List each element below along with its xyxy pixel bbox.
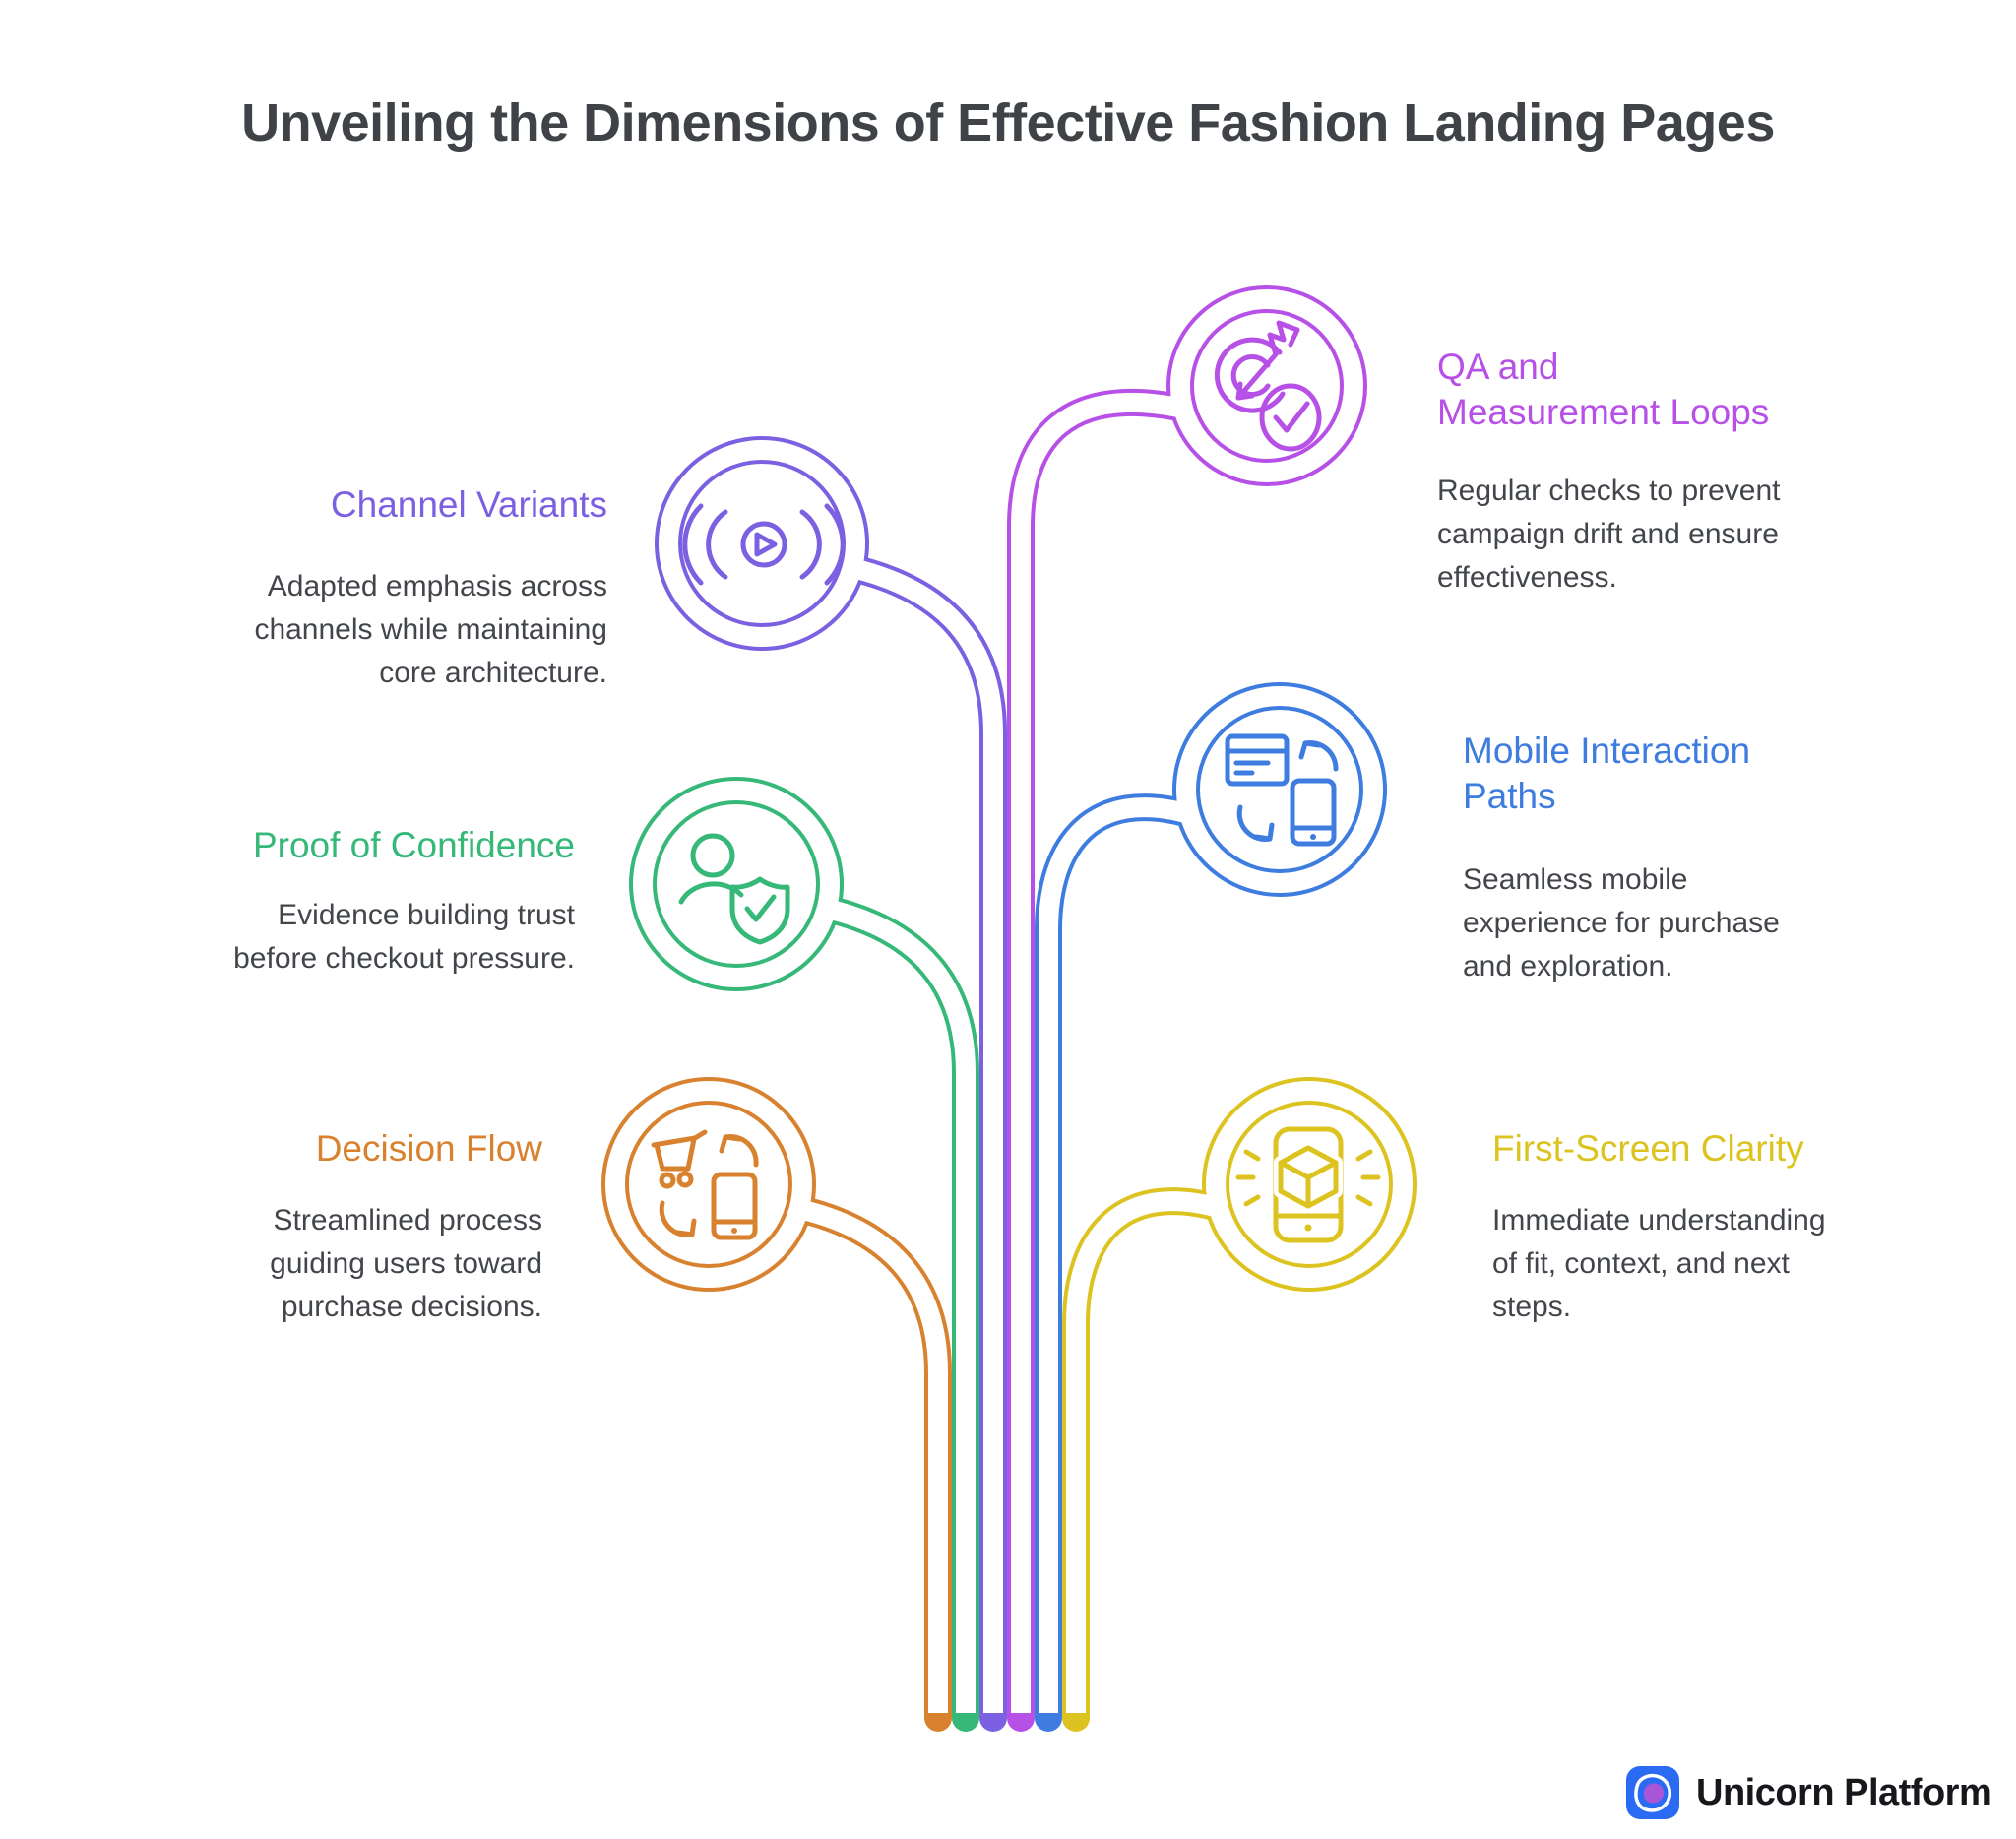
title-line: Measurement Loops [1437,392,1770,432]
unicorn-platform-logo-text: Unicorn Platform [1696,1771,1992,1813]
desc-line: of fit, context, and next [1492,1247,1790,1280]
page-title: Unveiling the Dimensions of Effective Fa… [241,94,1775,153]
desc-line: Immediate understanding [1492,1204,1826,1237]
desc-line: campaign drift and ensure [1437,518,1779,550]
desc-line: Seamless mobile [1463,863,1688,896]
branch-desc-qa-measurement: Regular checks to prevent campaign drift… [1437,470,2016,600]
phone-product-highlight-icon [1235,1126,1381,1243]
mobile-interaction-branch [1035,682,1387,1732]
branch-desc-proof-of-confidence: Evidence building trust before checkout … [24,894,575,981]
desc-line: Streamlined process [273,1204,542,1237]
petal-icon [1634,1773,1671,1812]
browser-phone-sync-icon [1225,733,1339,847]
branch-title-decision-flow: Decision Flow [315,1128,542,1169]
branch-title-first-screen-clarity: First-Screen Clarity [1492,1128,1804,1169]
branch-desc-mobile-interaction: Seamless mobile experience for purchase … [1463,858,2016,988]
desc-line: effectiveness. [1437,561,1617,594]
desc-line: core architecture. [379,657,607,689]
desc-line: and exploration. [1463,950,1673,983]
title-line: Paths [1463,776,1556,816]
desc-line: channels while maintaining [254,613,607,646]
cart-phone-sync-icon [651,1129,759,1240]
branch-desc-decision-flow: Streamlined process guiding users toward… [0,1199,542,1329]
qa-measurement-branch [1007,285,1367,1732]
user-shield-check-icon [678,833,790,945]
desc-line: steps. [1492,1291,1572,1323]
branch-title-mobile-interaction: Mobile Interaction Paths [1463,729,2016,819]
desc-line: guiding users toward [270,1247,542,1280]
broadcast-play-icon [682,503,846,586]
unicorn-platform-logo-icon [1626,1766,1679,1819]
first-screen-clarity-branch [1062,1077,1417,1732]
channel-variants-branch [655,436,1007,1732]
title-line: QA and [1437,347,1559,387]
branch-title-qa-measurement: QA and Measurement Loops [1437,345,2016,435]
desc-line: experience for purchase [1463,907,1780,939]
target-dart-check-icon [1214,320,1322,452]
branch-title-channel-variants: Channel Variants [330,484,607,525]
decision-flow-branch [601,1077,952,1732]
desc-line: Regular checks to prevent [1437,475,1781,507]
branch-desc-channel-variants: Adapted emphasis across channels while m… [56,565,607,695]
desc-line: Adapted emphasis across [267,570,607,602]
title-line: Mobile Interaction [1463,730,1751,771]
desc-line: before checkout pressure. [233,942,575,975]
branch-desc-first-screen-clarity: Immediate understanding of fit, context,… [1492,1199,2016,1329]
desc-line: Evidence building trust [278,899,575,931]
desc-line: purchase decisions. [281,1291,542,1323]
unicorn-platform-logo[interactable]: Unicorn Platform [1626,1766,1992,1819]
proof-of-confidence-branch [629,777,979,1732]
branch-title-proof-of-confidence: Proof of Confidence [252,825,575,865]
